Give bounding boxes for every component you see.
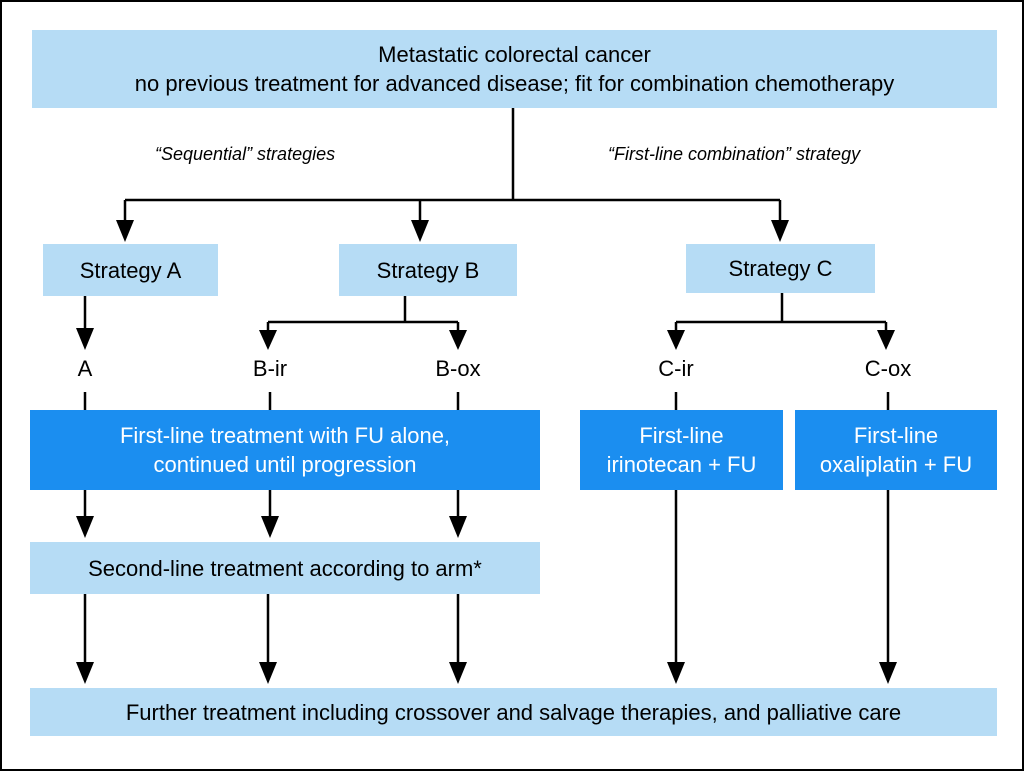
arrowhead xyxy=(879,662,897,684)
arrowhead xyxy=(76,516,94,538)
first-line-oxaliplatin-line2: oxaliplatin + FU xyxy=(819,452,973,477)
metastatic-cancer-box: Metastatic colorectal cancer no previous… xyxy=(32,30,997,108)
connector-lines xyxy=(83,108,890,664)
arrowhead xyxy=(259,662,277,684)
arrowhead xyxy=(449,662,467,684)
first-line-combination-caption: “First-line combination” strategy xyxy=(608,144,861,164)
sequential-strategies-caption: “Sequential” strategies xyxy=(155,144,336,164)
arrowheads xyxy=(76,220,897,684)
metastatic-cancer-title: Metastatic colorectal cancer xyxy=(378,42,651,67)
strategy-c-box: Strategy C xyxy=(686,244,875,293)
arm-b-ir-label: B-ir xyxy=(252,356,288,381)
further-treatment-box: Further treatment including crossover an… xyxy=(30,688,997,736)
arrowhead xyxy=(259,330,277,350)
arm-a-label: A xyxy=(77,356,93,381)
arrowhead xyxy=(667,330,685,350)
arrowhead xyxy=(771,220,789,242)
arrowhead xyxy=(116,220,134,242)
arrowhead xyxy=(411,220,429,242)
arm-c-ir-label: C-ir xyxy=(658,356,694,381)
second-line-box: Second-line treatment according to arm* xyxy=(30,542,540,594)
first-line-irinotecan-line2: irinotecan + FU xyxy=(606,452,757,477)
arrowhead xyxy=(449,516,467,538)
arrowhead xyxy=(76,662,94,684)
arrowhead xyxy=(667,662,685,684)
arm-c-ox-label: C-ox xyxy=(864,356,912,381)
arrowhead xyxy=(76,328,94,350)
arrowhead xyxy=(877,330,895,350)
arrowhead xyxy=(261,516,279,538)
metastatic-cancer-subtitle: no previous treatment for advanced disea… xyxy=(134,71,895,96)
first-line-irinotecan-box: First-line irinotecan + FU xyxy=(580,410,783,490)
first-line-fu-line2: continued until progression xyxy=(153,452,417,477)
arm-b-ox-label: B-ox xyxy=(435,356,481,381)
first-line-fu-box: First-line treatment with FU alone, cont… xyxy=(30,410,540,490)
strategy-a-box: Strategy A xyxy=(43,244,218,296)
arrowhead xyxy=(449,330,467,350)
first-line-irinotecan-line1: First-line xyxy=(639,423,724,448)
first-line-oxaliplatin-line1: First-line xyxy=(853,423,939,448)
first-line-oxaliplatin-box: First-line oxaliplatin + FU xyxy=(795,410,997,490)
first-line-fu-line1: First-line treatment with FU alone, xyxy=(119,423,451,448)
strategy-b-box: Strategy B xyxy=(339,244,517,296)
